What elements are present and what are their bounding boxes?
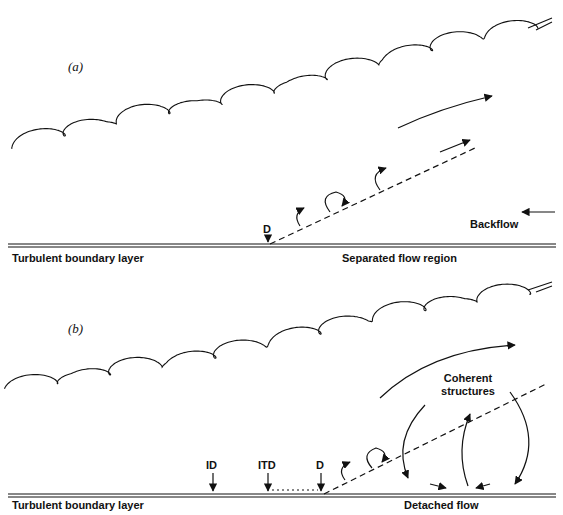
region-label: Separated flow region <box>342 252 457 265</box>
region-label: Turbulent boundary layer <box>12 499 144 512</box>
wall <box>8 496 556 497</box>
panel-letter: (a) <box>68 60 83 73</box>
structure-arrow <box>510 392 529 484</box>
region-label: Turbulent boundary layer <box>12 252 144 265</box>
region-note: Backflow <box>470 218 518 231</box>
flow-arrow <box>398 96 492 128</box>
dividing-streamline <box>324 383 548 494</box>
structure-label: Coherent structures <box>432 372 504 398</box>
point-label: D <box>316 459 324 472</box>
structure-arrow <box>430 484 446 488</box>
pointer-arrow <box>267 237 268 242</box>
wall <box>8 493 556 494</box>
pointer-arrow <box>267 473 268 491</box>
dividing-streamline <box>270 148 475 244</box>
wall <box>8 246 556 247</box>
pointer-arrow <box>212 473 213 491</box>
boundary-layer-edge <box>528 18 552 30</box>
flow-arrow <box>440 140 470 152</box>
eddy-arrow <box>325 192 345 212</box>
backflow-arrow <box>522 211 555 212</box>
boundary-layer-edge <box>12 21 538 149</box>
point-label: D <box>263 223 271 236</box>
wall <box>8 243 556 244</box>
structure-arrow <box>476 484 490 488</box>
flow-arrow <box>380 345 515 398</box>
eddy-arrow <box>375 168 386 190</box>
eddy-arrow <box>367 448 385 468</box>
region-label: Detached flow <box>404 499 479 512</box>
structure-arrow <box>403 405 425 478</box>
eddy-arrow <box>341 462 350 480</box>
point-label: ID <box>206 459 217 472</box>
boundary-layer-edge <box>528 282 552 292</box>
pointer-arrow <box>320 473 321 491</box>
structure-arrow <box>462 414 470 486</box>
eddy-arrow <box>297 208 304 226</box>
point-label: ITD <box>258 459 276 472</box>
panel-letter: (b) <box>68 322 83 335</box>
intermittent-zone <box>272 489 318 490</box>
